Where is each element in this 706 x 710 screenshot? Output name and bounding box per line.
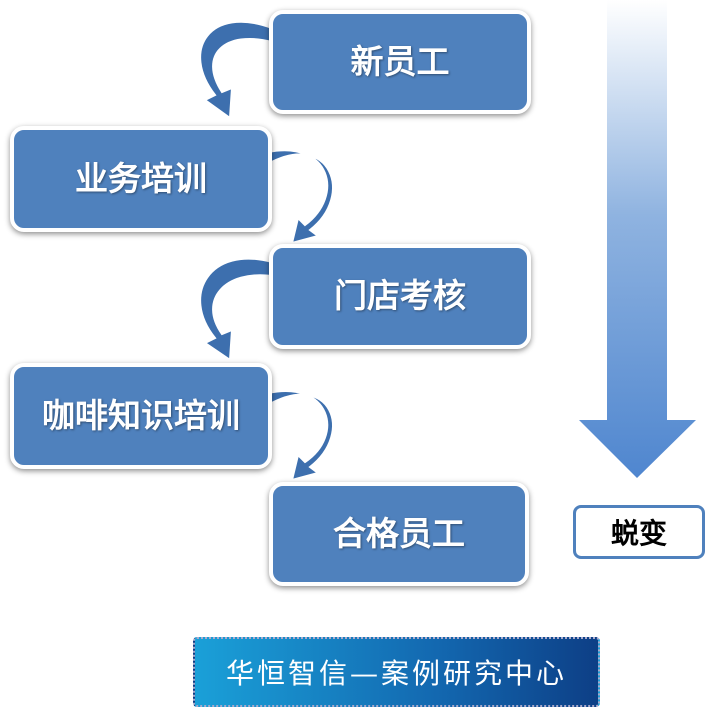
footer-text: 华恒智信—案例研究中心 [225,657,567,690]
step-business-training: 业务培训 [10,126,272,232]
step-coffee-training: 咖啡知识培训 [10,363,272,469]
step-new-employee: 新员工 [269,10,531,114]
curved-arrow-3 [199,257,273,362]
curved-arrow-2 [267,149,334,245]
transformation-arrow [579,0,696,478]
footer-banner: 华恒智信—案例研究中心 [193,637,600,707]
step-qualified-employee: 合格员工 [269,482,529,586]
curved-arrow-1 [199,20,273,120]
transformation-label: 蜕变 [573,505,705,559]
curved-arrow-4 [267,390,334,482]
step-store-assessment: 门店考核 [269,244,531,349]
